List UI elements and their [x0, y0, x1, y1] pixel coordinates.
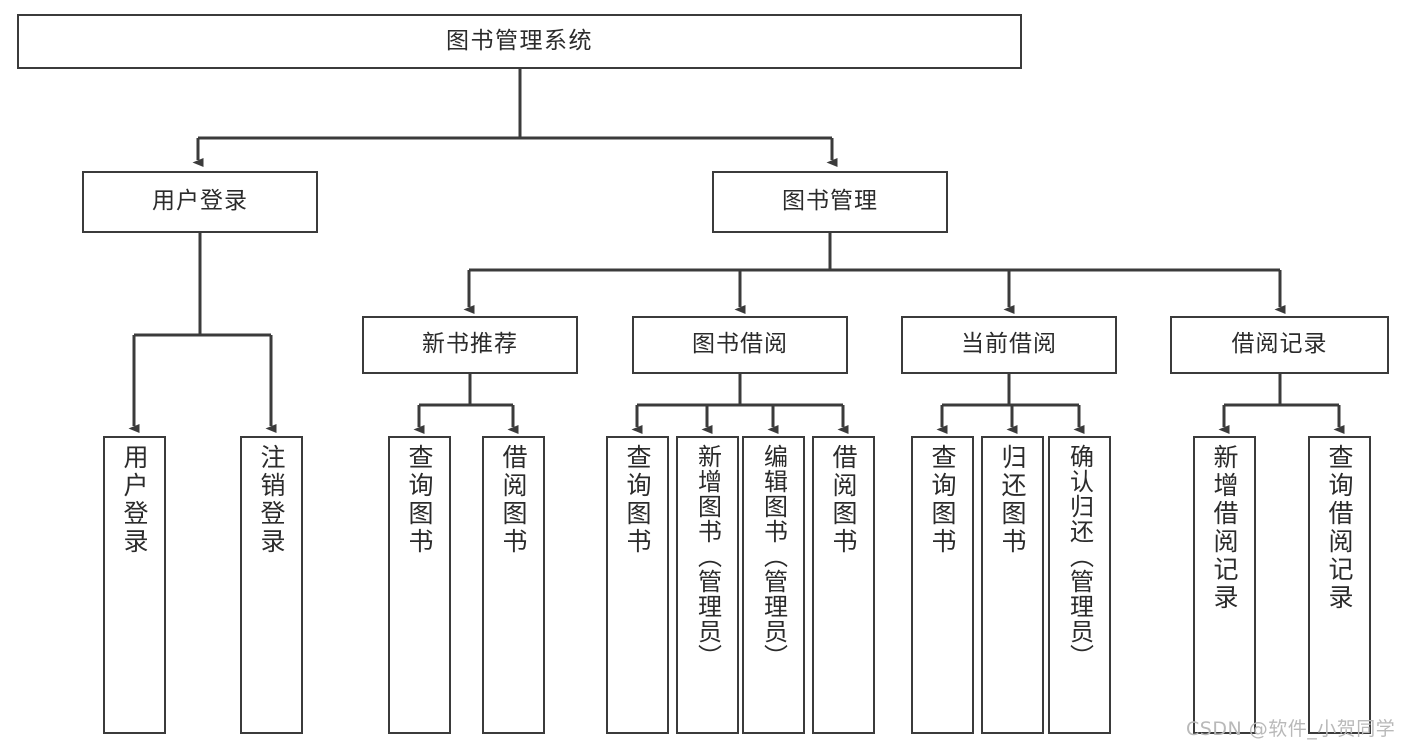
leaf-current-confirm-return-admin[interactable]: 确认归还（管理员）	[1048, 436, 1111, 734]
node-label: 查询图书	[928, 444, 957, 556]
node-label: 归还图书	[998, 444, 1027, 556]
node-new-book-recommendation[interactable]: 新书推荐	[362, 316, 578, 374]
leaf-borrow-query-book[interactable]: 查询图书	[606, 436, 669, 734]
leaf-borrow-edit-book-admin[interactable]: 编辑图书（管理员）	[742, 436, 805, 734]
node-label: 新增图书（管理员）	[693, 444, 722, 669]
node-label: 图书管理	[782, 188, 878, 215]
node-label: 借阅图书	[829, 444, 858, 556]
node-user-login[interactable]: 用户登录	[82, 171, 318, 233]
leaf-recommend-borrow-book[interactable]: 借阅图书	[482, 436, 545, 734]
leaf-current-return-book[interactable]: 归还图书	[981, 436, 1044, 734]
leaf-record-query-borrow-record[interactable]: 查询借阅记录	[1308, 436, 1371, 734]
node-label: 编辑图书（管理员）	[759, 444, 788, 669]
node-book-management[interactable]: 图书管理	[712, 171, 948, 233]
node-root-book-management-system[interactable]: 图书管理系统	[17, 14, 1022, 69]
leaf-record-add-borrow-record[interactable]: 新增借阅记录	[1193, 436, 1256, 734]
node-current-borrowing[interactable]: 当前借阅	[901, 316, 1117, 374]
node-label: 用户登录	[152, 188, 248, 215]
leaf-user-logout[interactable]: 注销登录	[240, 436, 303, 734]
node-label: 查询图书	[405, 444, 434, 556]
node-label: 注销登录	[257, 444, 286, 556]
node-label: 图书管理系统	[446, 27, 593, 54]
node-label: 用户登录	[120, 444, 149, 556]
node-label: 确认归还（管理员）	[1065, 444, 1094, 669]
node-label: 新书推荐	[422, 331, 518, 358]
node-label: 新增借阅记录	[1210, 444, 1239, 612]
node-borrowing-record[interactable]: 借阅记录	[1170, 316, 1389, 374]
node-book-borrowing[interactable]: 图书借阅	[632, 316, 848, 374]
node-label: 查询图书	[623, 444, 652, 556]
node-label: 图书借阅	[692, 331, 788, 358]
watermark-text: CSDN @软件_小贺同学	[1186, 718, 1396, 740]
leaf-recommend-query-book[interactable]: 查询图书	[388, 436, 451, 734]
node-label: 查询借阅记录	[1325, 444, 1354, 612]
node-label: 借阅记录	[1231, 331, 1328, 358]
node-label: 借阅图书	[499, 444, 528, 556]
leaf-borrow-add-book-admin[interactable]: 新增图书（管理员）	[676, 436, 739, 734]
leaf-borrow-borrow-book[interactable]: 借阅图书	[812, 436, 875, 734]
node-label: 当前借阅	[961, 331, 1057, 358]
leaf-current-query-book[interactable]: 查询图书	[911, 436, 974, 734]
leaf-user-login[interactable]: 用户登录	[103, 436, 166, 734]
